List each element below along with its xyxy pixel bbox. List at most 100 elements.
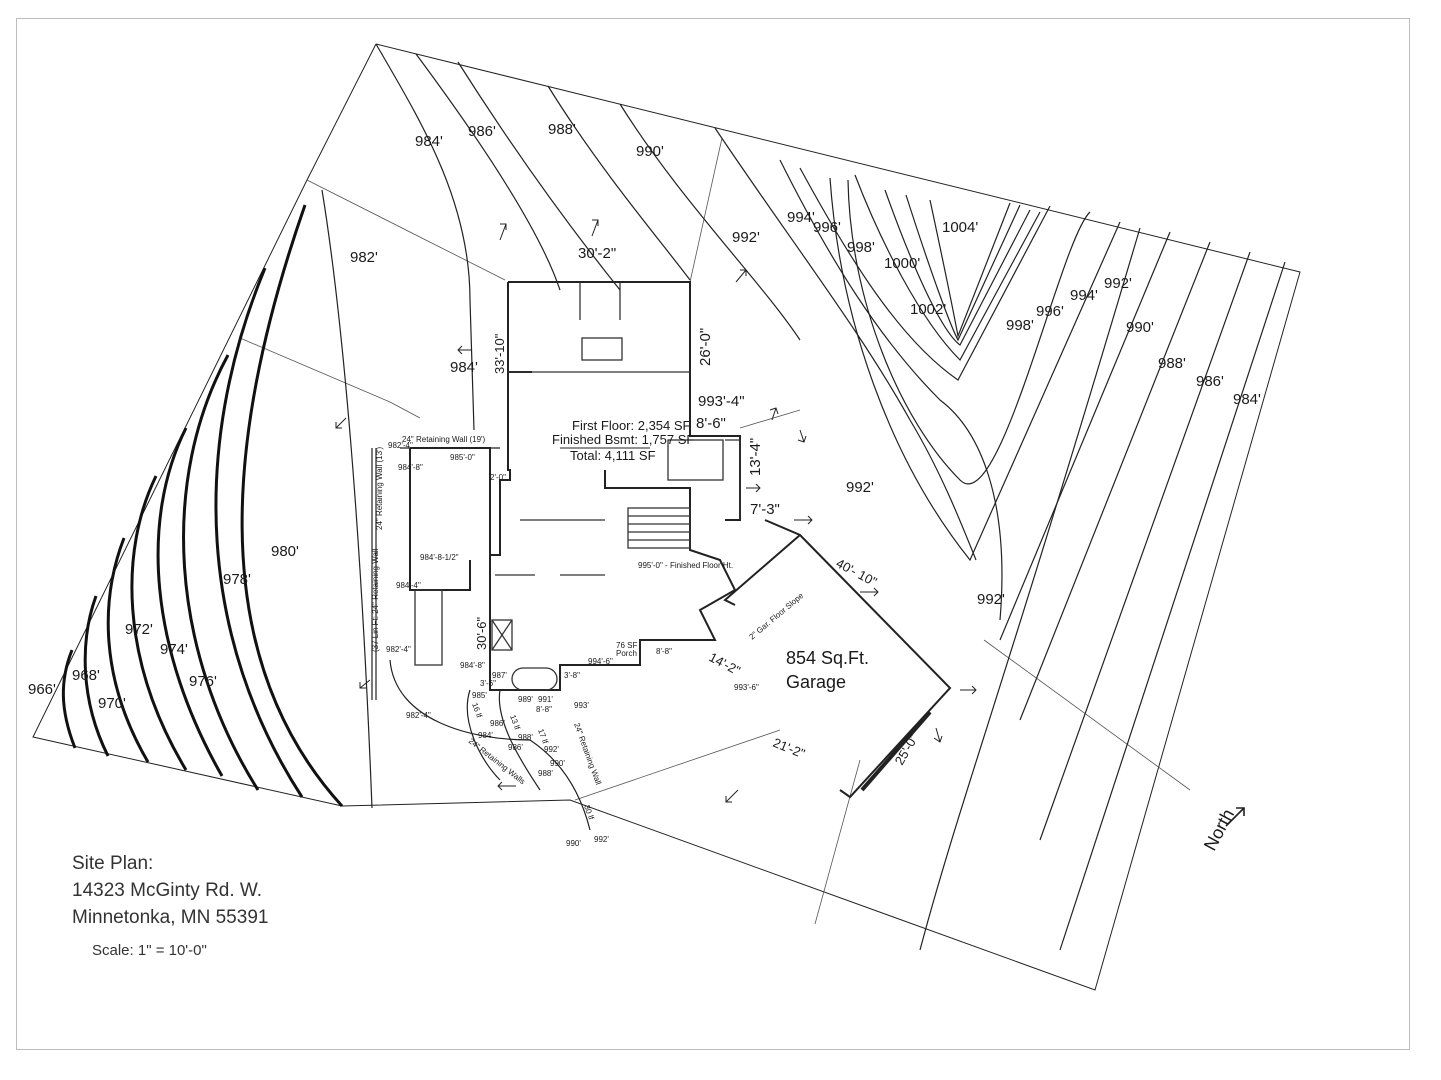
- dimension-label: 30'-6": [474, 616, 489, 650]
- contour-lines-east: [779, 159, 1286, 951]
- contour-label: 1002': [910, 301, 946, 318]
- length-note: 16 lf: [470, 702, 484, 720]
- dimension-label: 14'-2": [707, 649, 744, 678]
- north-arrow-icon: [1225, 807, 1245, 827]
- elevation: 993': [574, 701, 589, 710]
- contour-label: 998': [1006, 317, 1034, 334]
- house-outline: [409, 281, 741, 691]
- contour-label: 990': [1126, 319, 1154, 336]
- garage-label: Garage: [786, 672, 846, 692]
- basement-area: Finished Bsmt: 1,757 SF: [552, 432, 694, 447]
- contour-label: 1004': [942, 219, 978, 236]
- contour-label: 974': [160, 641, 188, 658]
- contour-label: 996': [813, 219, 841, 236]
- contour-label: 1000': [884, 255, 920, 272]
- total-area: Total: 4,111 SF: [570, 448, 656, 463]
- dimension-label: 26'-0": [697, 328, 714, 366]
- elevation: 984'-4": [396, 581, 421, 590]
- elevation: 982'-4": [386, 645, 411, 654]
- elevation: 984': [478, 731, 493, 740]
- contour-labels: 984' 986' 988' 990' 992' 994' 996' 998' …: [28, 121, 1261, 712]
- contour-label: 976': [189, 673, 217, 690]
- elevation: 982'-4": [406, 711, 431, 720]
- contour-label: 986': [468, 123, 496, 140]
- title-block: Site Plan: 14323 McGinty Rd. W. Minneton…: [72, 850, 268, 964]
- retaining-wall-note: (37 Lin Ft: 24" Retaining Wall: [371, 548, 380, 652]
- dimension-label: 40'- 10": [834, 555, 880, 589]
- contour-lines-west: [61, 204, 344, 808]
- contour-label: 982': [350, 249, 378, 266]
- contour-label: 990': [636, 143, 664, 160]
- elevation: 984'-8": [398, 463, 423, 472]
- property-boundary: [32, 43, 1301, 991]
- length-note: 17 lf: [536, 728, 550, 746]
- elevation: 989': [518, 695, 533, 704]
- elevation: 990': [550, 759, 565, 768]
- elevation: 991': [538, 695, 553, 704]
- title-line-1: Site Plan:: [72, 853, 154, 874]
- contour-label: 988': [548, 121, 576, 138]
- contour-label: 966': [28, 681, 56, 698]
- scale-note: Scale: 1" = 10'-0": [92, 942, 207, 959]
- contour-label: 992': [977, 591, 1005, 608]
- contour-label: 986': [1196, 373, 1224, 390]
- elevation: 992': [594, 835, 609, 844]
- elevation: 993'-6": [734, 683, 759, 692]
- dimension-label: 3'-6": [480, 679, 496, 688]
- contour-label: 984': [415, 133, 443, 150]
- contour-label: 970': [98, 695, 126, 712]
- easement-lines: [239, 137, 1191, 925]
- dimension-label: 2'-0": [490, 473, 506, 482]
- dimension-label: 33'-10": [492, 333, 507, 374]
- dimension-label: 8'-8": [536, 705, 552, 714]
- elevation: 988': [518, 733, 533, 742]
- porch-area: 76 SF: [616, 641, 637, 650]
- retaining-wall-note: 24" Retaining Wall (13'): [375, 446, 384, 530]
- contour-label: 994': [1070, 287, 1098, 304]
- dimension-label: 30'-2": [578, 245, 616, 262]
- title-address: 14323 McGinty Rd. W.: [72, 880, 263, 901]
- interior-walls: [414, 282, 741, 691]
- retaining-wall-note: 24" Retaining Wall: [572, 722, 603, 787]
- retaining-wall-note: 24" Retaining Wall (19'): [402, 435, 486, 444]
- dimension-label: 8'-8": [656, 647, 672, 656]
- elevation: 984'-8": [460, 661, 485, 670]
- elevation: 982'-4": [388, 441, 413, 450]
- area-labels: First Floor: 2,354 SF Finished Bsmt: 1,7…: [552, 418, 869, 692]
- contour-label: 980': [271, 543, 299, 560]
- slope-arrows: [335, 219, 977, 803]
- contour-lines-north: [321, 43, 977, 809]
- garage-outline: [723, 519, 952, 799]
- contour-label: 994': [787, 209, 815, 226]
- elevation: 994'-6": [588, 657, 613, 666]
- contour-label: 996': [1036, 303, 1064, 320]
- porch-label: Porch: [616, 649, 637, 658]
- elevation: 986': [490, 719, 505, 728]
- dimension-label: 8'-6": [696, 415, 726, 432]
- title-city: Minnetonka, MN 55391: [72, 907, 269, 928]
- contour-label: 968': [72, 667, 100, 684]
- elevation: 988': [538, 769, 553, 778]
- drawing-frame: [16, 18, 1410, 1050]
- dimension-label: 21'-2": [771, 735, 808, 761]
- garage-area: 854 Sq.Ft.: [786, 648, 869, 668]
- dimension-label: 993'-4": [698, 393, 745, 410]
- contour-label: 992': [846, 479, 874, 496]
- contour-label: 972': [125, 621, 153, 638]
- elevation: 984'-8-1/2": [420, 553, 459, 562]
- contour-label: 992': [732, 229, 760, 246]
- garage-slope-note: 2" Gar. Floor Slope: [748, 591, 806, 642]
- elevation: 992': [544, 745, 559, 754]
- elevation: 985'-0": [450, 453, 475, 462]
- dimension-label: 7'-3": [750, 501, 780, 518]
- dimension-label: 3'-8": [564, 671, 580, 680]
- contour-label: 992': [1104, 275, 1132, 292]
- contour-label: 978': [223, 571, 251, 588]
- contour-label: 984': [450, 359, 478, 376]
- contour-label: 988': [1158, 355, 1186, 372]
- elevation: 987': [492, 671, 507, 680]
- contour-label: 984': [1233, 391, 1261, 408]
- elevation: 985': [472, 691, 487, 700]
- first-floor-area: First Floor: 2,354 SF: [572, 418, 691, 433]
